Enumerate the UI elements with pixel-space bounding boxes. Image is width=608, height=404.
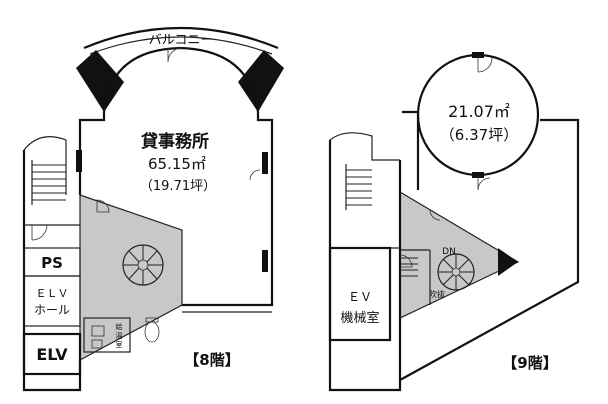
dn-label: DN [442, 247, 456, 257]
floor-9-plan [328, 52, 580, 392]
ev-room-label-1: ＥＶ [348, 290, 372, 304]
wall-pillar [262, 152, 268, 174]
office-dome [102, 46, 260, 113]
elv-hall-label-line2: ホール [34, 303, 70, 317]
kitchen-8f [83, 317, 131, 353]
ps-label: PS [41, 254, 63, 272]
elv-shaft [22, 332, 82, 376]
void-label: 吹抜 [429, 289, 445, 299]
floor-8-label: 【8階】 [184, 351, 239, 369]
stair-treads-9f [346, 169, 372, 206]
round-room-area-m2: 21.07㎡ [448, 102, 510, 121]
stair-arrow [498, 248, 518, 276]
wall-pillar [262, 250, 268, 272]
kitchen-label-1: 給 [116, 322, 123, 331]
kitchen-label-3: 室 [116, 340, 123, 349]
balcony-outline [83, 26, 279, 50]
balcony-right-wedge [238, 50, 284, 112]
ev-machine-room [328, 246, 392, 342]
balcony-left-wedge [76, 50, 124, 112]
elv-hall [23, 275, 81, 327]
elv-hall-label-line1: ＥＬＶ [36, 287, 69, 300]
ev-room-label-2: 機械室 [340, 310, 379, 326]
office-name-label: 貸事務所 [140, 131, 209, 152]
wall-pillar [76, 150, 82, 172]
elv-label: ELV [36, 345, 68, 364]
balcony-label: バルコニー [149, 33, 214, 48]
floor-8-plan [22, 26, 284, 392]
round-room-area-tsubo: （6.37坪） [440, 126, 518, 144]
floor-9-label: 【9階】 [502, 354, 557, 372]
office-area-m2: 65.15㎡ [148, 155, 206, 173]
kitchen-label-2: 湯 [116, 331, 123, 340]
toilet-fixture [144, 321, 160, 343]
office-area-tsubo: （19.71坪） [140, 179, 216, 194]
stair-treads-8f [32, 164, 66, 201]
